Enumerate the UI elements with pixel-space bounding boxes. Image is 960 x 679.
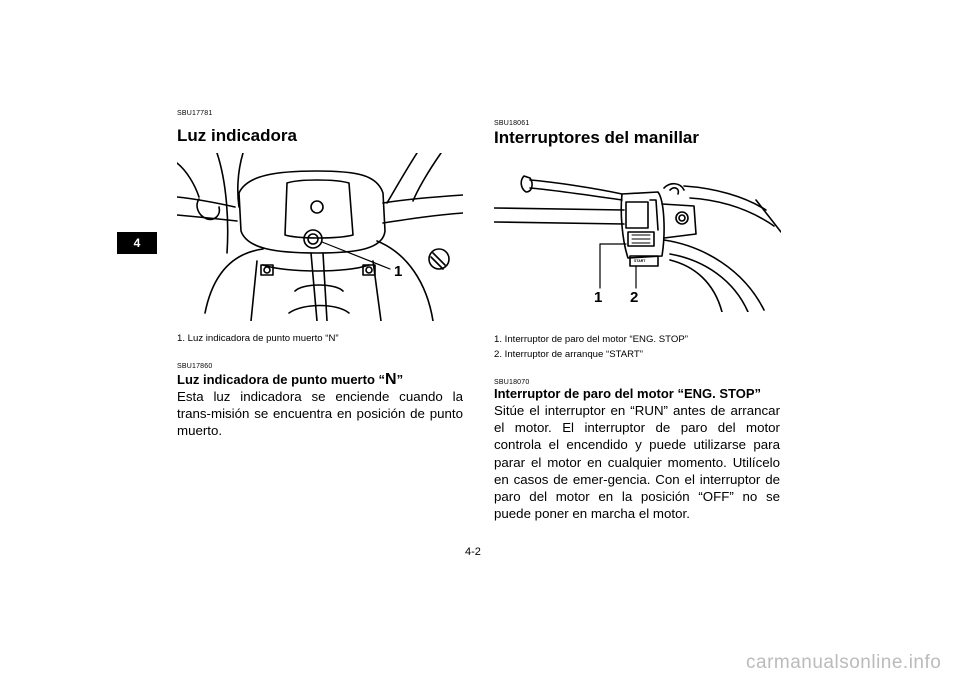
callout-2: 2: [630, 289, 639, 306]
section-code: SBU17781: [177, 110, 213, 117]
neutral-symbol: N: [385, 371, 397, 388]
handlebar-switches-figure: [494, 175, 781, 312]
subsection-code: SBU17860: [177, 363, 213, 370]
subsection-title-suffix: ”: [396, 372, 404, 387]
figure-caption: 1. Luz indicadora de punto muerto “N”: [177, 333, 339, 344]
start-button-label: START: [634, 259, 646, 263]
paragraph: Sitúe el interruptor en “RUN” antes de a…: [494, 403, 780, 522]
section-code: SBU18061: [494, 120, 530, 127]
subsection-title: Luz indicadora de punto muerto “N”: [177, 371, 404, 388]
figure-caption-2: 2. Interruptor de arranque “START”: [494, 349, 643, 360]
subsection-code: SBU18070: [494, 379, 530, 386]
chapter-tab: 4: [117, 232, 157, 254]
section-title: Interruptores del manillar: [494, 128, 699, 147]
neutral-light-figure: [177, 153, 463, 321]
callout-1: 1: [394, 263, 403, 280]
paragraph: Esta luz indicadora se enciende cuando l…: [177, 389, 463, 439]
callout-1: 1: [594, 289, 603, 306]
section-title: Luz indicadora: [177, 126, 297, 145]
subsection-title-prefix: Luz indicadora de punto muerto “: [177, 372, 385, 387]
figure-caption-1: 1. Interruptor de paro del motor “ENG. S…: [494, 334, 688, 345]
subsection-title: Interruptor de paro del motor “ENG. STOP…: [494, 386, 762, 401]
page-number: 4-2: [465, 546, 481, 558]
watermark: carmanualsonline.info: [746, 652, 942, 673]
